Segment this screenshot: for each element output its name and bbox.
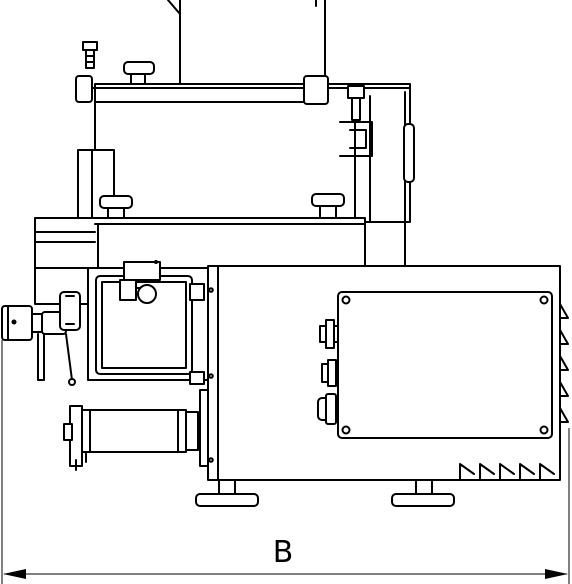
top-knob bbox=[123, 61, 155, 85]
side-hinges bbox=[189, 283, 213, 467]
top-left-adjuster bbox=[75, 41, 98, 103]
top-right-clip bbox=[303, 75, 329, 105]
panel-switches bbox=[317, 319, 339, 425]
foot-right bbox=[391, 479, 455, 507]
control-panel bbox=[337, 291, 553, 439]
top-hopper bbox=[167, 0, 326, 85]
cross-beam bbox=[34, 217, 366, 269]
center-frame bbox=[87, 267, 209, 381]
arrowhead-right bbox=[545, 569, 568, 579]
left-stand bbox=[1, 267, 96, 386]
dimension-label: B bbox=[273, 535, 294, 570]
center-latch bbox=[119, 260, 161, 304]
right-lever-assembly bbox=[339, 85, 415, 183]
mid-knob-right bbox=[311, 193, 345, 221]
foot-left bbox=[195, 479, 259, 507]
arrowhead-left bbox=[3, 569, 26, 579]
bottom-roller bbox=[63, 405, 199, 471]
dimension-b: B bbox=[1, 340, 570, 584]
